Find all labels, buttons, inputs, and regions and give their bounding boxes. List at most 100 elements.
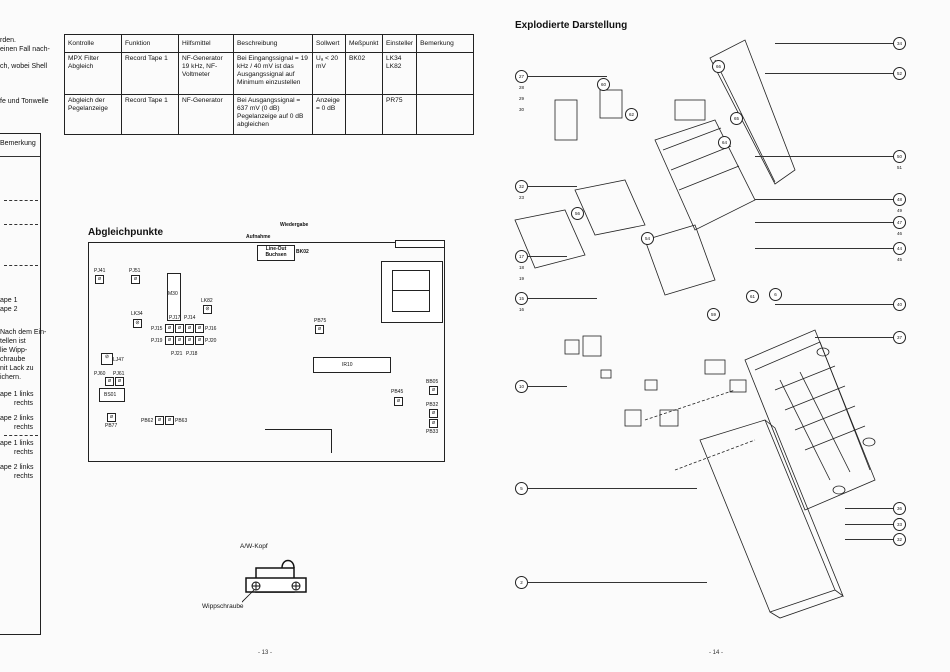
remarks-column: Bemerkung ape 1 ape 2 Nach dem Ein- tell… xyxy=(0,133,46,635)
leader-line xyxy=(845,508,893,509)
callout: 32 xyxy=(893,533,906,546)
table-cell: Bei Ausgangssignal = 637 mV (0 dB) Pegel… xyxy=(233,94,313,135)
leader-line xyxy=(527,488,697,489)
divider xyxy=(4,200,38,201)
callout: 65 xyxy=(730,112,743,125)
remark-text: tellen ist xyxy=(0,338,26,345)
leader-line xyxy=(775,304,893,305)
callout: 66 xyxy=(712,60,725,73)
transformer xyxy=(381,261,443,323)
tp-label: LK82 xyxy=(201,298,213,304)
test-point: ø xyxy=(175,336,184,345)
table-cell: Bei Eingangssignal = 19 kHz / 40 mV ist … xyxy=(233,52,313,95)
tp-label: PJ20 xyxy=(205,338,217,344)
divider xyxy=(392,290,430,291)
transformer-core xyxy=(392,270,430,312)
tp-label: BB05 xyxy=(426,379,439,385)
kopf-label: Wippschraube xyxy=(202,603,244,610)
divider xyxy=(4,265,38,266)
callout: 34 xyxy=(893,37,906,50)
callout: 48 49 xyxy=(893,193,906,213)
table-cell: Uₐ < 20 mV xyxy=(312,52,346,95)
callout: 33 34 xyxy=(893,518,906,538)
fragment-text: einen Fall nach- xyxy=(0,46,50,53)
trace xyxy=(331,429,332,453)
leader-line xyxy=(755,156,893,157)
table-cell: LK34 LK82 xyxy=(381,52,418,95)
tp-label: PB62 xyxy=(141,418,154,424)
table-cell: BK02 xyxy=(345,52,383,95)
page-number: - 13 - xyxy=(258,650,273,656)
leader-line xyxy=(527,76,607,77)
leader-line xyxy=(845,539,893,540)
fragment-text: fe und Tonwelle xyxy=(0,98,49,105)
tp-label: PJ51 xyxy=(129,268,141,274)
trimmer-lk34: ⊘ xyxy=(133,319,142,328)
test-point: ø xyxy=(95,275,104,284)
pcb-board: Line-Out Buchsen BK02 PJ41 ø PJ51 ø M30 … xyxy=(88,240,445,462)
switch-bs01: BS01 xyxy=(99,388,125,402)
tp-label: PB75 xyxy=(314,318,327,324)
table-cell: Anzeige = 0 dB xyxy=(312,94,346,135)
tp-label: PJ14 xyxy=(184,315,196,321)
table-cell: MPX Filter Abgleich xyxy=(64,52,122,95)
test-point: ø xyxy=(115,377,124,386)
callout: 61 xyxy=(746,290,759,303)
divider xyxy=(4,224,38,225)
head-diagram xyxy=(242,559,307,603)
callout: 62 xyxy=(625,108,638,121)
test-point: ø xyxy=(165,416,174,425)
fragment-text: rden. xyxy=(0,37,16,44)
leader-line xyxy=(527,298,597,299)
right-page: Explodierte Darstellung xyxy=(475,0,950,672)
tp-label: PJ21 xyxy=(171,351,183,357)
trace xyxy=(265,429,331,430)
table-header-cell: Einsteller xyxy=(381,34,418,53)
test-point: ø xyxy=(429,419,438,428)
test-point: ø xyxy=(185,324,194,333)
tp-label: PB32 xyxy=(426,402,439,408)
callout: 36 35 xyxy=(893,502,906,522)
table-cell xyxy=(345,94,383,135)
label-aufnahme: Aufnahme xyxy=(246,234,271,240)
remark-text: ape 2 links xyxy=(0,464,34,471)
table-cell xyxy=(416,52,475,95)
trimmer-lk82: ⊘ xyxy=(203,305,212,314)
remark-text: chraube xyxy=(0,356,26,363)
remark-text: ape 2 links xyxy=(0,415,34,422)
tp-label: M30 xyxy=(168,291,178,297)
table-header-cell: Beschreibung xyxy=(233,34,313,53)
remark-text: ape 1 links xyxy=(0,391,34,398)
label-wiedergabe: Wiedergabe xyxy=(280,222,309,228)
page-number: - 14 - xyxy=(709,650,724,656)
leader-line xyxy=(527,386,567,387)
leader-line xyxy=(815,337,893,338)
table-cell xyxy=(416,94,475,135)
table-cell: NF-Generator xyxy=(178,94,234,135)
tp-label: PB63 xyxy=(175,418,188,424)
remark-text: ape 1 links xyxy=(0,440,34,447)
test-point: ø xyxy=(185,336,194,345)
test-point: ø xyxy=(155,416,164,425)
table-header-cell: Sollwert xyxy=(312,34,346,53)
lineout-connector: Line-Out Buchsen xyxy=(257,245,295,261)
callout: 54 xyxy=(641,232,654,245)
table-header-cell: Bemerkung xyxy=(416,34,475,53)
test-point: ø xyxy=(195,336,204,345)
remark-text: ichern. xyxy=(0,374,22,381)
table-header-cell: Kontrolle xyxy=(64,34,122,53)
remarks-header: Bemerkung xyxy=(0,140,36,147)
tp-label: PJ60 xyxy=(94,371,106,377)
left-page: rden. einen Fall nach- ch, wobei Shell f… xyxy=(0,34,475,656)
callout: 6 xyxy=(769,288,782,301)
test-point: ø xyxy=(175,324,184,333)
test-point: ø xyxy=(394,397,403,406)
leader-line xyxy=(765,73,893,74)
exploded-title: Explodierte Darstellung xyxy=(515,20,628,31)
test-point: ø xyxy=(131,275,140,284)
test-point: ø xyxy=(429,409,438,418)
section-title: Abgleichpunkte xyxy=(88,227,164,238)
tp-label: PB33 xyxy=(426,429,439,435)
callout: 47 46 xyxy=(893,216,906,236)
tp-label: PJ17 xyxy=(169,315,181,321)
